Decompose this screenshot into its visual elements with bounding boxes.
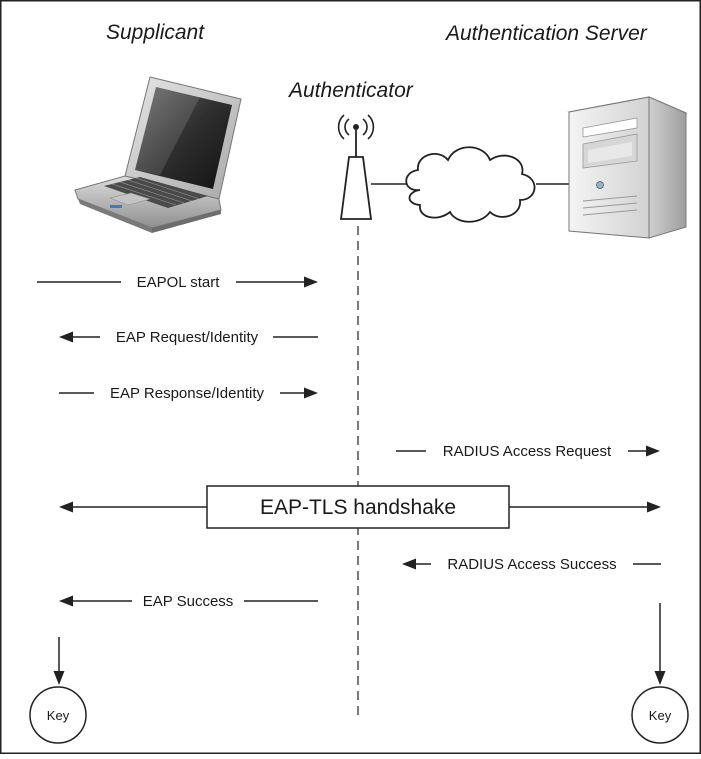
eap-request-identity-message: EAP Request/Identity [59, 329, 318, 346]
server-tower-icon [567, 96, 688, 239]
authentication-server-label: Authentication Server [444, 22, 648, 45]
eapol-start-message: EAPOL start [37, 274, 318, 291]
eap-tls-handshake-box [206, 485, 510, 529]
supplicant-key: Key [29, 637, 87, 744]
supplicant-key-label: Key [47, 708, 70, 723]
server-key: Key [631, 603, 689, 744]
eap-response-identity-message: EAP Response/Identity [59, 385, 318, 402]
eap-tls-handshake-message: EAP-TLS handshake [59, 485, 661, 529]
eap-response-identity-label: EAP Response/Identity [110, 385, 264, 402]
radius-access-success-message: RADIUS Access Success [402, 556, 661, 573]
authenticator-label: Authenticator [287, 79, 414, 102]
eap-success-message: EAP Success [59, 593, 318, 610]
laptop-icon [74, 76, 242, 233]
server-key-label: Key [649, 708, 672, 723]
eap-success-label: EAP Success [143, 593, 234, 610]
wireless-access-point-icon [337, 114, 375, 220]
radius-access-request-message: RADIUS Access Request [396, 443, 660, 460]
radius-access-request-label: RADIUS Access Request [443, 443, 612, 460]
radius-access-success-label: RADIUS Access Success [447, 556, 616, 573]
eap-tls-handshake-label: EAP-TLS handshake [260, 496, 456, 519]
supplicant-label: Supplicant [106, 21, 205, 44]
eap-request-identity-label: EAP Request/Identity [116, 329, 259, 346]
eapol-start-label: EAPOL start [137, 274, 221, 291]
cloud-icon [405, 146, 536, 223]
